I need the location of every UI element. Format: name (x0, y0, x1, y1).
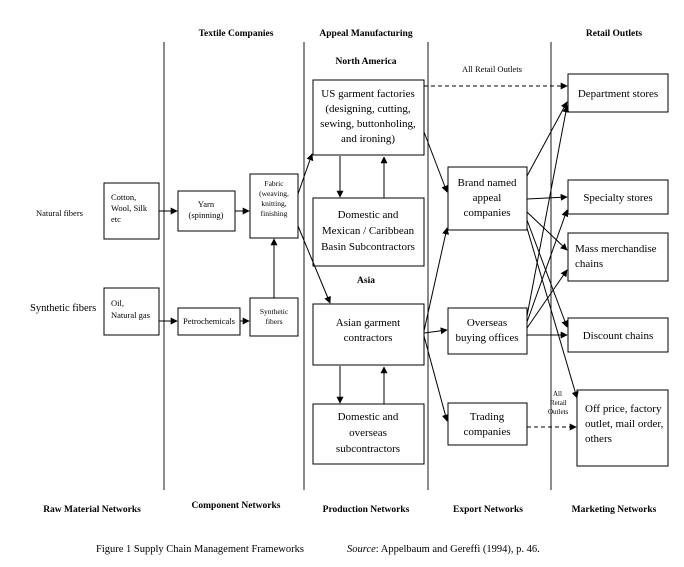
header-apparel-manufacturing: Appeal Manufacturing (319, 29, 412, 39)
arrow-asian-to-buying (423, 327, 448, 335)
arrow-buying-to-mass (526, 269, 568, 329)
box-petrochemicals: Petrochemicals (177, 307, 241, 336)
box-fabric: Fabric(weaving,knitting,finishing (249, 173, 299, 239)
flow-arrows (159, 82, 579, 431)
svg-text:Discount chains: Discount chains (583, 330, 654, 342)
box-department-stores: Department stores (567, 73, 669, 113)
arrow-brand-to-offprice (526, 227, 579, 399)
footer-production-networks: Production Networks (323, 505, 410, 515)
box-discount-chains: Discount chains (567, 317, 669, 353)
box-specialty-stores: Specialty stores (567, 179, 669, 215)
box-us-garment-factories: US garment factories(designing, cutting,… (312, 79, 425, 156)
box-oil-natural-gas: Oil,Natural gas (103, 287, 160, 336)
svg-text:Specialty stores: Specialty stores (583, 192, 652, 204)
box-yarn-spinning: Yarn(spinning) (177, 190, 236, 232)
arrow-fabric-to-us-factories (297, 153, 314, 195)
label-synthetic-fibers: Synthetic fibers (30, 303, 96, 314)
label-natural-fibers: Natural fibers (36, 208, 83, 218)
arrow-fabric-to-asian (297, 225, 331, 304)
svg-text:Yarn(spinning): Yarn(spinning) (189, 199, 224, 220)
header-textile-companies: Textile Companies (199, 29, 274, 39)
footer-marketing-networks: Marketing Networks (572, 505, 657, 515)
svg-text:US garment factories(designing: US garment factories(designing, cutting,… (320, 88, 416, 145)
arrow-brand-to-discount (526, 219, 569, 328)
column-dividers (163, 42, 552, 490)
arrow-brand-to-department (526, 101, 568, 177)
svg-text:Department stores: Department stores (578, 88, 658, 100)
footer-export-networks: Export Networks (453, 505, 523, 515)
arrow-brand-to-specialty (526, 193, 568, 201)
arrow-buying-to-department (526, 105, 570, 317)
arrow-brand-to-mass (526, 211, 568, 251)
annotation-all-retail-outlets-top: All Retail Outlets (462, 64, 522, 74)
arrow-us-to-brand (423, 131, 449, 193)
figure-caption: Figure 1 Supply Chain Management Framewo… (96, 544, 304, 555)
header-asia: Asia (357, 276, 375, 286)
arrow-buying-to-specialty (526, 209, 569, 323)
footer-raw-material-networks: Raw Material Networks (43, 505, 141, 515)
svg-text:Fabric(weaving,knitting,finish: Fabric(weaving,knitting,finishing (259, 179, 289, 218)
arrow-asian-to-brand (423, 227, 450, 332)
arrow-asian-to-trading (423, 335, 449, 422)
footer-component-networks: Component Networks (192, 501, 281, 511)
figure-source: Source: Appelbaum and Gereffi (1994), p.… (347, 544, 540, 555)
svg-text:Oil,Natural gas: Oil,Natural gas (111, 298, 150, 320)
header-retail-outlets: Retail Outlets (586, 29, 643, 39)
svg-text:Petrochemicals: Petrochemicals (183, 316, 235, 326)
header-north-america: North America (336, 57, 397, 67)
